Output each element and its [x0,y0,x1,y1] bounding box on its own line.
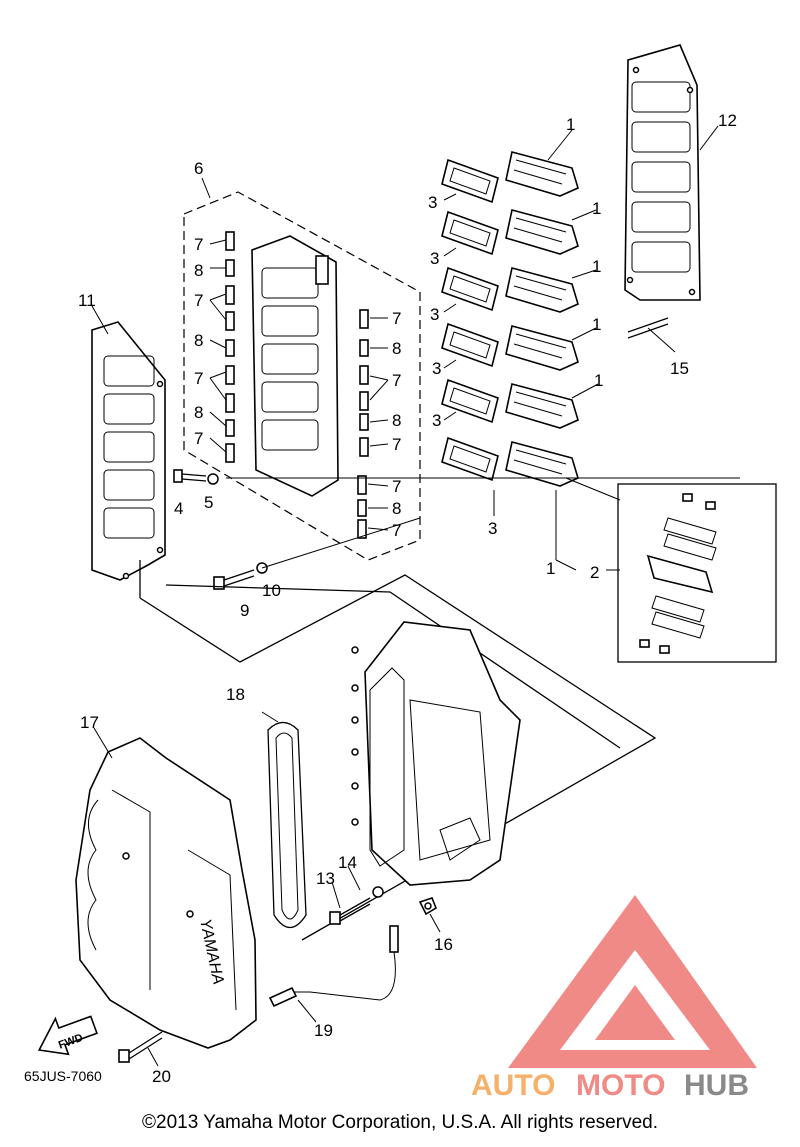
bolt-20 [118,1031,163,1063]
gasket-12 [624,44,701,301]
callout-2: 2 [590,563,599,582]
bolt-9 [213,569,255,590]
callout-3: 3 [430,305,439,324]
hose-19 [268,925,399,1008]
callout-7: 7 [392,309,401,328]
callout-8: 8 [392,411,401,430]
callout-7: 7 [392,435,401,454]
callout-7: 7 [392,477,401,496]
cover-17: YAMAHA [75,737,257,1049]
washer-14 [372,886,384,898]
callout-16: 16 [434,935,453,954]
callout-7: 7 [392,521,401,540]
watermark-auto: AUTO [471,1069,555,1102]
callout-3: 3 [432,411,441,430]
callout-13: 13 [316,869,335,888]
callout-17: 17 [80,713,99,732]
callout-18: 18 [226,685,245,704]
callout-20: 20 [152,1067,171,1086]
callout-labels: 1 1 1 1 1 1 2 3 3 3 3 3 3 4 5 6 7 8 7 8 … [78,111,737,1086]
callout-11: 11 [78,291,96,310]
reed-valve-stack [505,151,579,487]
bolt-4 [173,469,207,483]
reference-frame [139,574,657,941]
crankcase-block [351,621,521,886]
callout-leaders [91,125,719,1067]
callout-3: 3 [488,519,497,538]
nut-16 [418,897,437,916]
callout-3: 3 [428,193,437,212]
callout-1: 1 [592,315,601,334]
watermark-moto: MOTO [576,1069,665,1102]
intake-plate [251,235,339,497]
callout-8: 8 [392,339,401,358]
fittings-left [225,231,235,463]
callout-8: 8 [392,499,401,518]
callout-14: 14 [338,853,357,872]
assembly-outline-6 [183,191,421,561]
reed-valve-detail-box [565,477,777,663]
callout-19: 19 [314,1021,333,1040]
callout-7: 7 [194,291,203,310]
forward-arrow-icon: FWD [37,1015,98,1056]
callout-7: 7 [194,369,203,388]
callout-12: 12 [718,111,737,130]
callout-1: 1 [592,199,601,218]
callout-8: 8 [194,403,203,422]
callout-3: 3 [430,249,439,268]
bolt-13 [329,897,371,925]
callout-3: 3 [432,359,441,378]
seal-18 [261,711,307,929]
reed-gasket-stack [441,158,499,482]
callout-8: 8 [194,331,203,350]
gasket-11 [91,321,166,581]
drawing-code: 65JUS-7060 [24,1068,102,1084]
callout-7: 7 [194,235,203,254]
callout-15: 15 [670,359,689,378]
washer-5 [207,473,219,485]
callout-10: 10 [262,581,281,600]
leader-lines-7-8 [209,239,740,531]
callout-1: 1 [566,115,575,134]
callout-4: 4 [174,499,183,518]
callout-7: 7 [392,371,401,390]
watermark-hub: HUB [684,1069,749,1102]
callout-1: 1 [546,559,555,578]
callout-6: 6 [194,159,203,178]
callout-9: 9 [240,601,249,620]
copyright-footer: ©2013 Yamaha Motor Corporation, U.S.A. A… [142,1112,658,1133]
callout-1: 1 [594,371,603,390]
stud-15 [627,317,676,353]
fittings-right [357,309,369,539]
callout-5: 5 [204,493,213,512]
callout-7: 7 [194,429,203,448]
automotohub-logo: AUTO MOTO HUB [471,895,757,1102]
callout-8: 8 [194,261,203,280]
callout-1: 1 [592,257,601,276]
